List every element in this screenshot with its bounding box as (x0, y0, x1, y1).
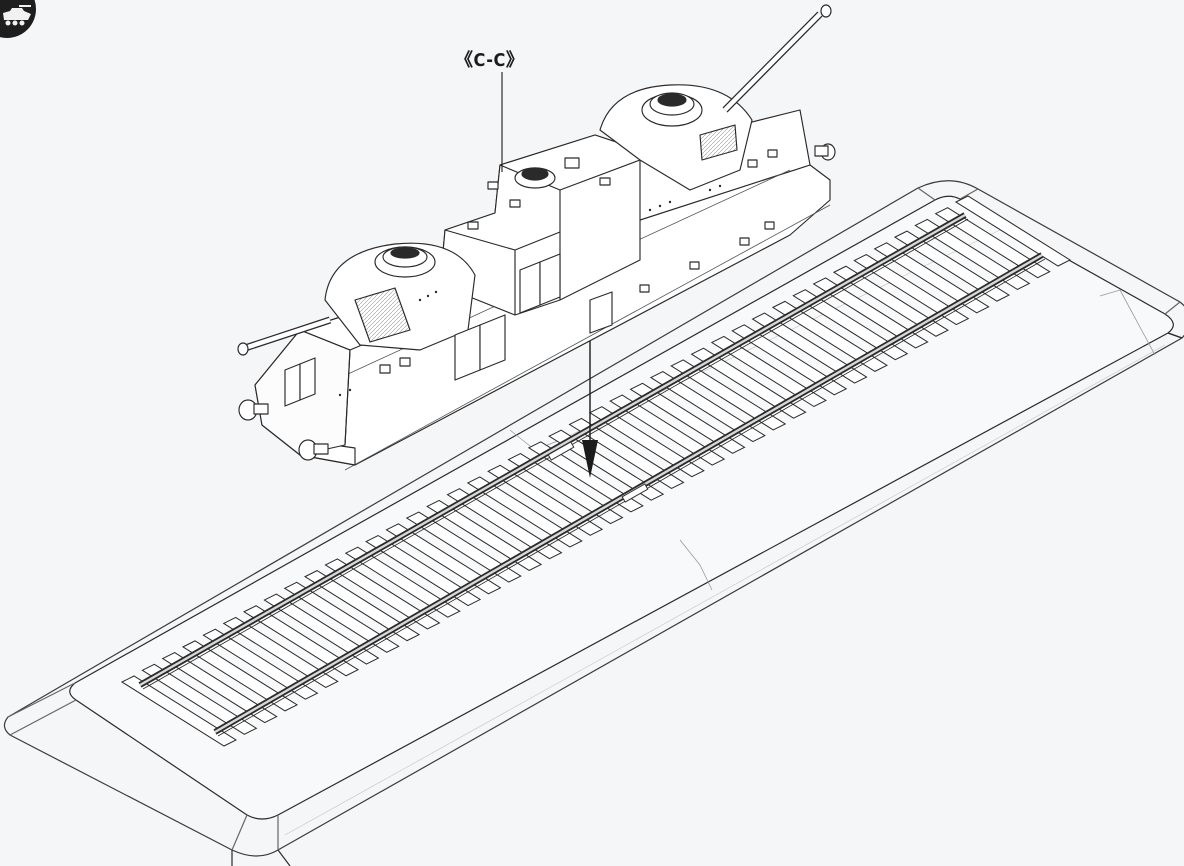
track-tie (161, 652, 278, 724)
track-tie (954, 195, 1072, 267)
track-tie (670, 359, 787, 431)
track-tie (812, 277, 929, 349)
track-tie (487, 464, 604, 536)
track-tie (182, 640, 299, 712)
track-tie (710, 335, 827, 408)
track-tie (914, 218, 1031, 290)
section-callout-label: 《C-C》 (455, 50, 525, 71)
track-tie (792, 289, 909, 361)
track-tie (263, 593, 380, 665)
railway-track (120, 195, 1072, 747)
track-tie (609, 394, 726, 466)
track-tie (507, 452, 624, 525)
track-tie (568, 417, 685, 490)
track-tie (731, 324, 848, 396)
track-tie (385, 523, 502, 595)
track-tie (548, 429, 665, 501)
track-tie (873, 242, 990, 314)
track-tie (934, 207, 1051, 279)
track-tie (527, 441, 644, 513)
track-tie (304, 570, 421, 642)
track-tie (365, 534, 482, 607)
track-tie (283, 581, 400, 653)
track-tie (588, 406, 705, 478)
track-tie (629, 382, 746, 454)
track-ties (120, 195, 1072, 747)
track-tie (222, 616, 339, 689)
track-tie (202, 628, 319, 700)
track-tie (893, 230, 1010, 302)
tank-logo-icon (0, 0, 35, 37)
track-tie (853, 253, 970, 326)
rail-joint-plate (621, 483, 649, 503)
track-tie (690, 347, 807, 419)
track-tie (344, 546, 461, 618)
track-tie (141, 663, 258, 735)
logo-corner (0, 0, 36, 38)
rail-joint-plate (547, 441, 575, 461)
track-tie (466, 476, 583, 548)
track-tie (243, 605, 360, 677)
armored-rail-car (237, 4, 836, 471)
placement-arrow (582, 340, 598, 478)
track-tie (649, 371, 766, 443)
track-tie (120, 675, 238, 747)
track-tie (751, 312, 868, 384)
track-tie (426, 499, 543, 571)
track-tie (405, 511, 522, 583)
track-tie (324, 558, 441, 630)
track-tie (446, 488, 563, 560)
track-tie (832, 265, 949, 337)
track-tie (771, 300, 888, 372)
